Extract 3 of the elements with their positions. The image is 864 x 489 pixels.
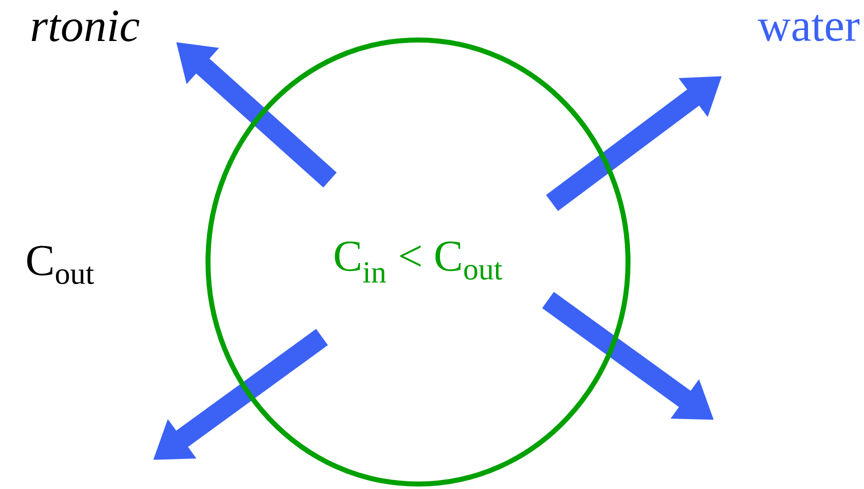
- label-text: water: [758, 14, 860, 42]
- label-text: C$_{out}$: [27, 246, 94, 284]
- label-text: rtonic: [32, 10, 140, 42]
